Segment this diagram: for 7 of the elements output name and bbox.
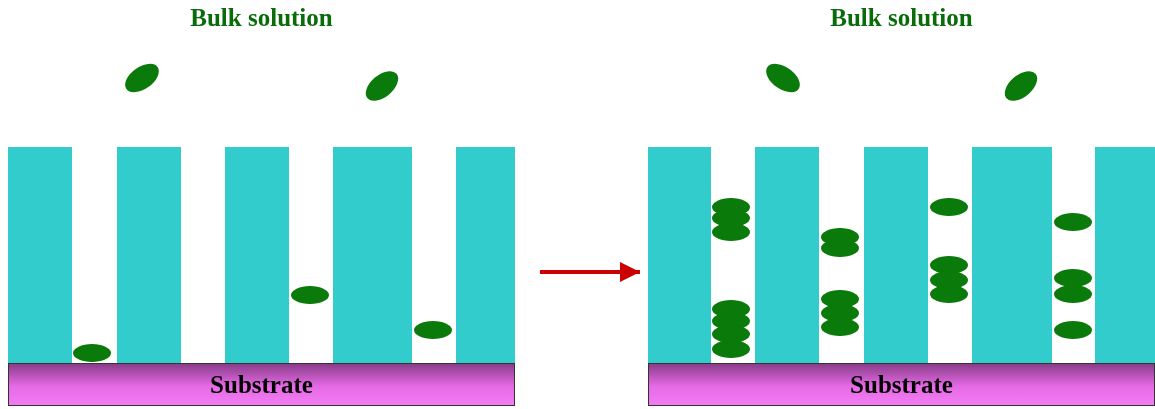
substrate-label: Substrate [850,370,953,399]
substrate-layer [648,363,1155,406]
heading: Bulk solution [190,4,333,32]
arrow [540,262,640,282]
substrate-layer [8,363,515,406]
heading: Bulk solution [830,4,973,32]
substrate-label: Substrate [210,370,313,399]
